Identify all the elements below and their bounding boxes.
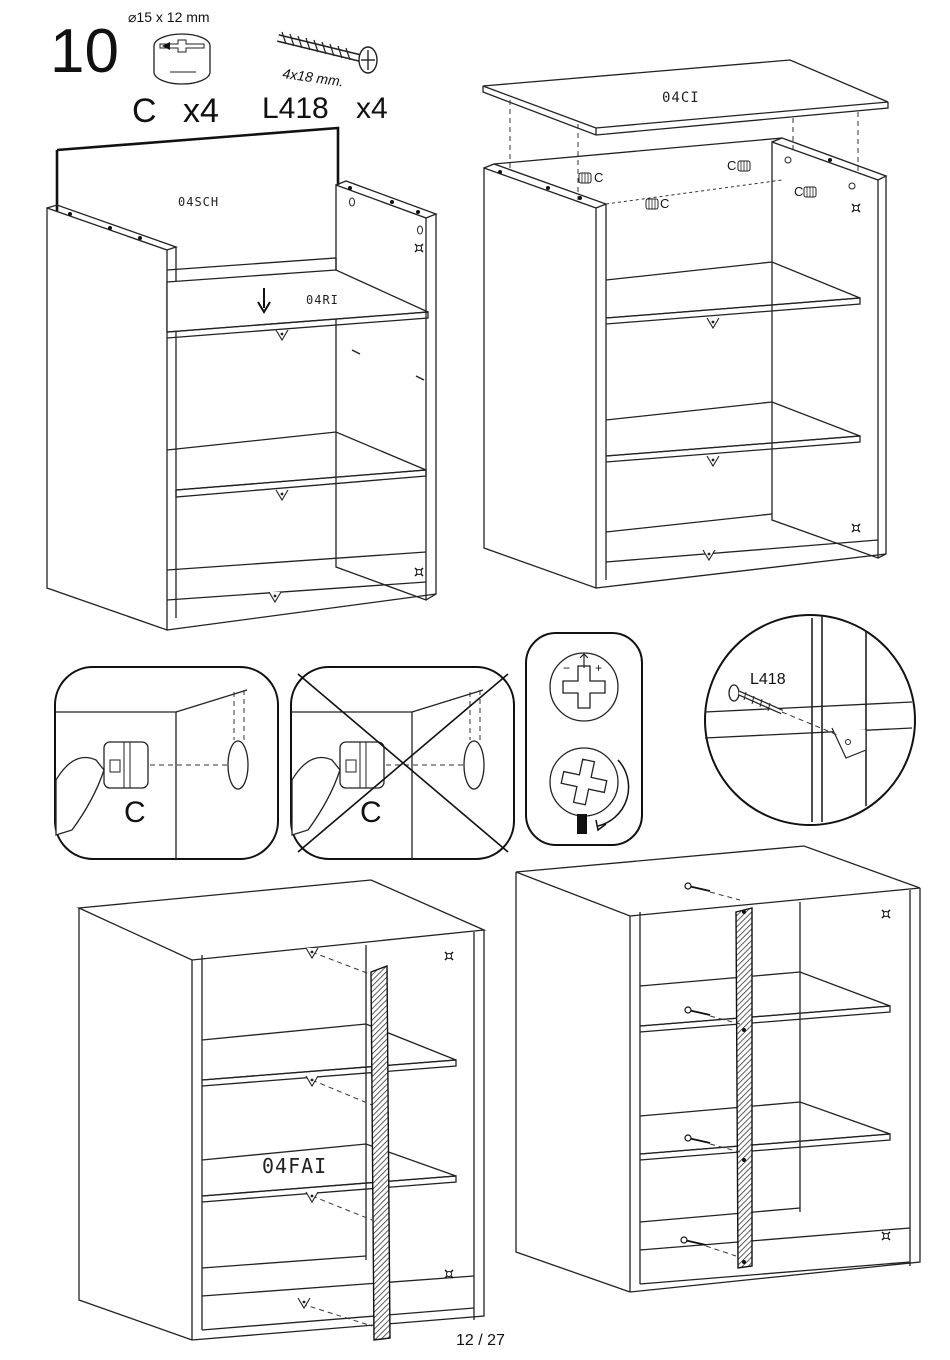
detail-cam-wrong <box>291 667 514 859</box>
cam-code: C <box>132 92 157 130</box>
part-label-top-panel: 04CI <box>662 90 700 106</box>
cam-label-2: C <box>660 196 669 211</box>
part-label-back-panel: 04SCH <box>178 195 219 209</box>
cam-lock-icon <box>154 34 210 84</box>
screw-quantity: x4 <box>356 92 388 125</box>
detail-screw-zoom <box>705 615 915 825</box>
page-number: 12 / 27 <box>456 1332 505 1349</box>
cabinet-back-panel-step <box>47 128 436 630</box>
part-label-shelf: 04RI <box>306 293 339 307</box>
cam-dimension: ⌀15 x 12 mm <box>128 9 210 25</box>
cam-label-4: C <box>794 184 803 199</box>
cam-quantity: x4 <box>183 92 219 130</box>
cam-label-3: C <box>727 158 736 173</box>
svg-text:+: + <box>595 661 602 675</box>
cam-label-1: C <box>594 170 603 185</box>
part-label-door: 04FAI <box>262 1154 327 1178</box>
cabinet-door-screwing <box>516 846 920 1292</box>
detail-cam-correct <box>55 667 278 859</box>
detail-wrong-cam-label: C <box>360 796 382 829</box>
cabinet-door-front <box>79 880 484 1340</box>
phillips-screwdriver-icon: − + <box>526 633 642 845</box>
zoom-screw-label: L418 <box>750 671 786 688</box>
screw-dimension: 4x18 mm. <box>282 65 345 89</box>
screw-code: L418 <box>262 92 329 125</box>
cabinet-top-panel-step <box>483 60 888 588</box>
step-number: 10 <box>50 17 119 86</box>
svg-text:−: − <box>563 661 570 675</box>
detail-correct-cam-label: C <box>124 796 146 829</box>
